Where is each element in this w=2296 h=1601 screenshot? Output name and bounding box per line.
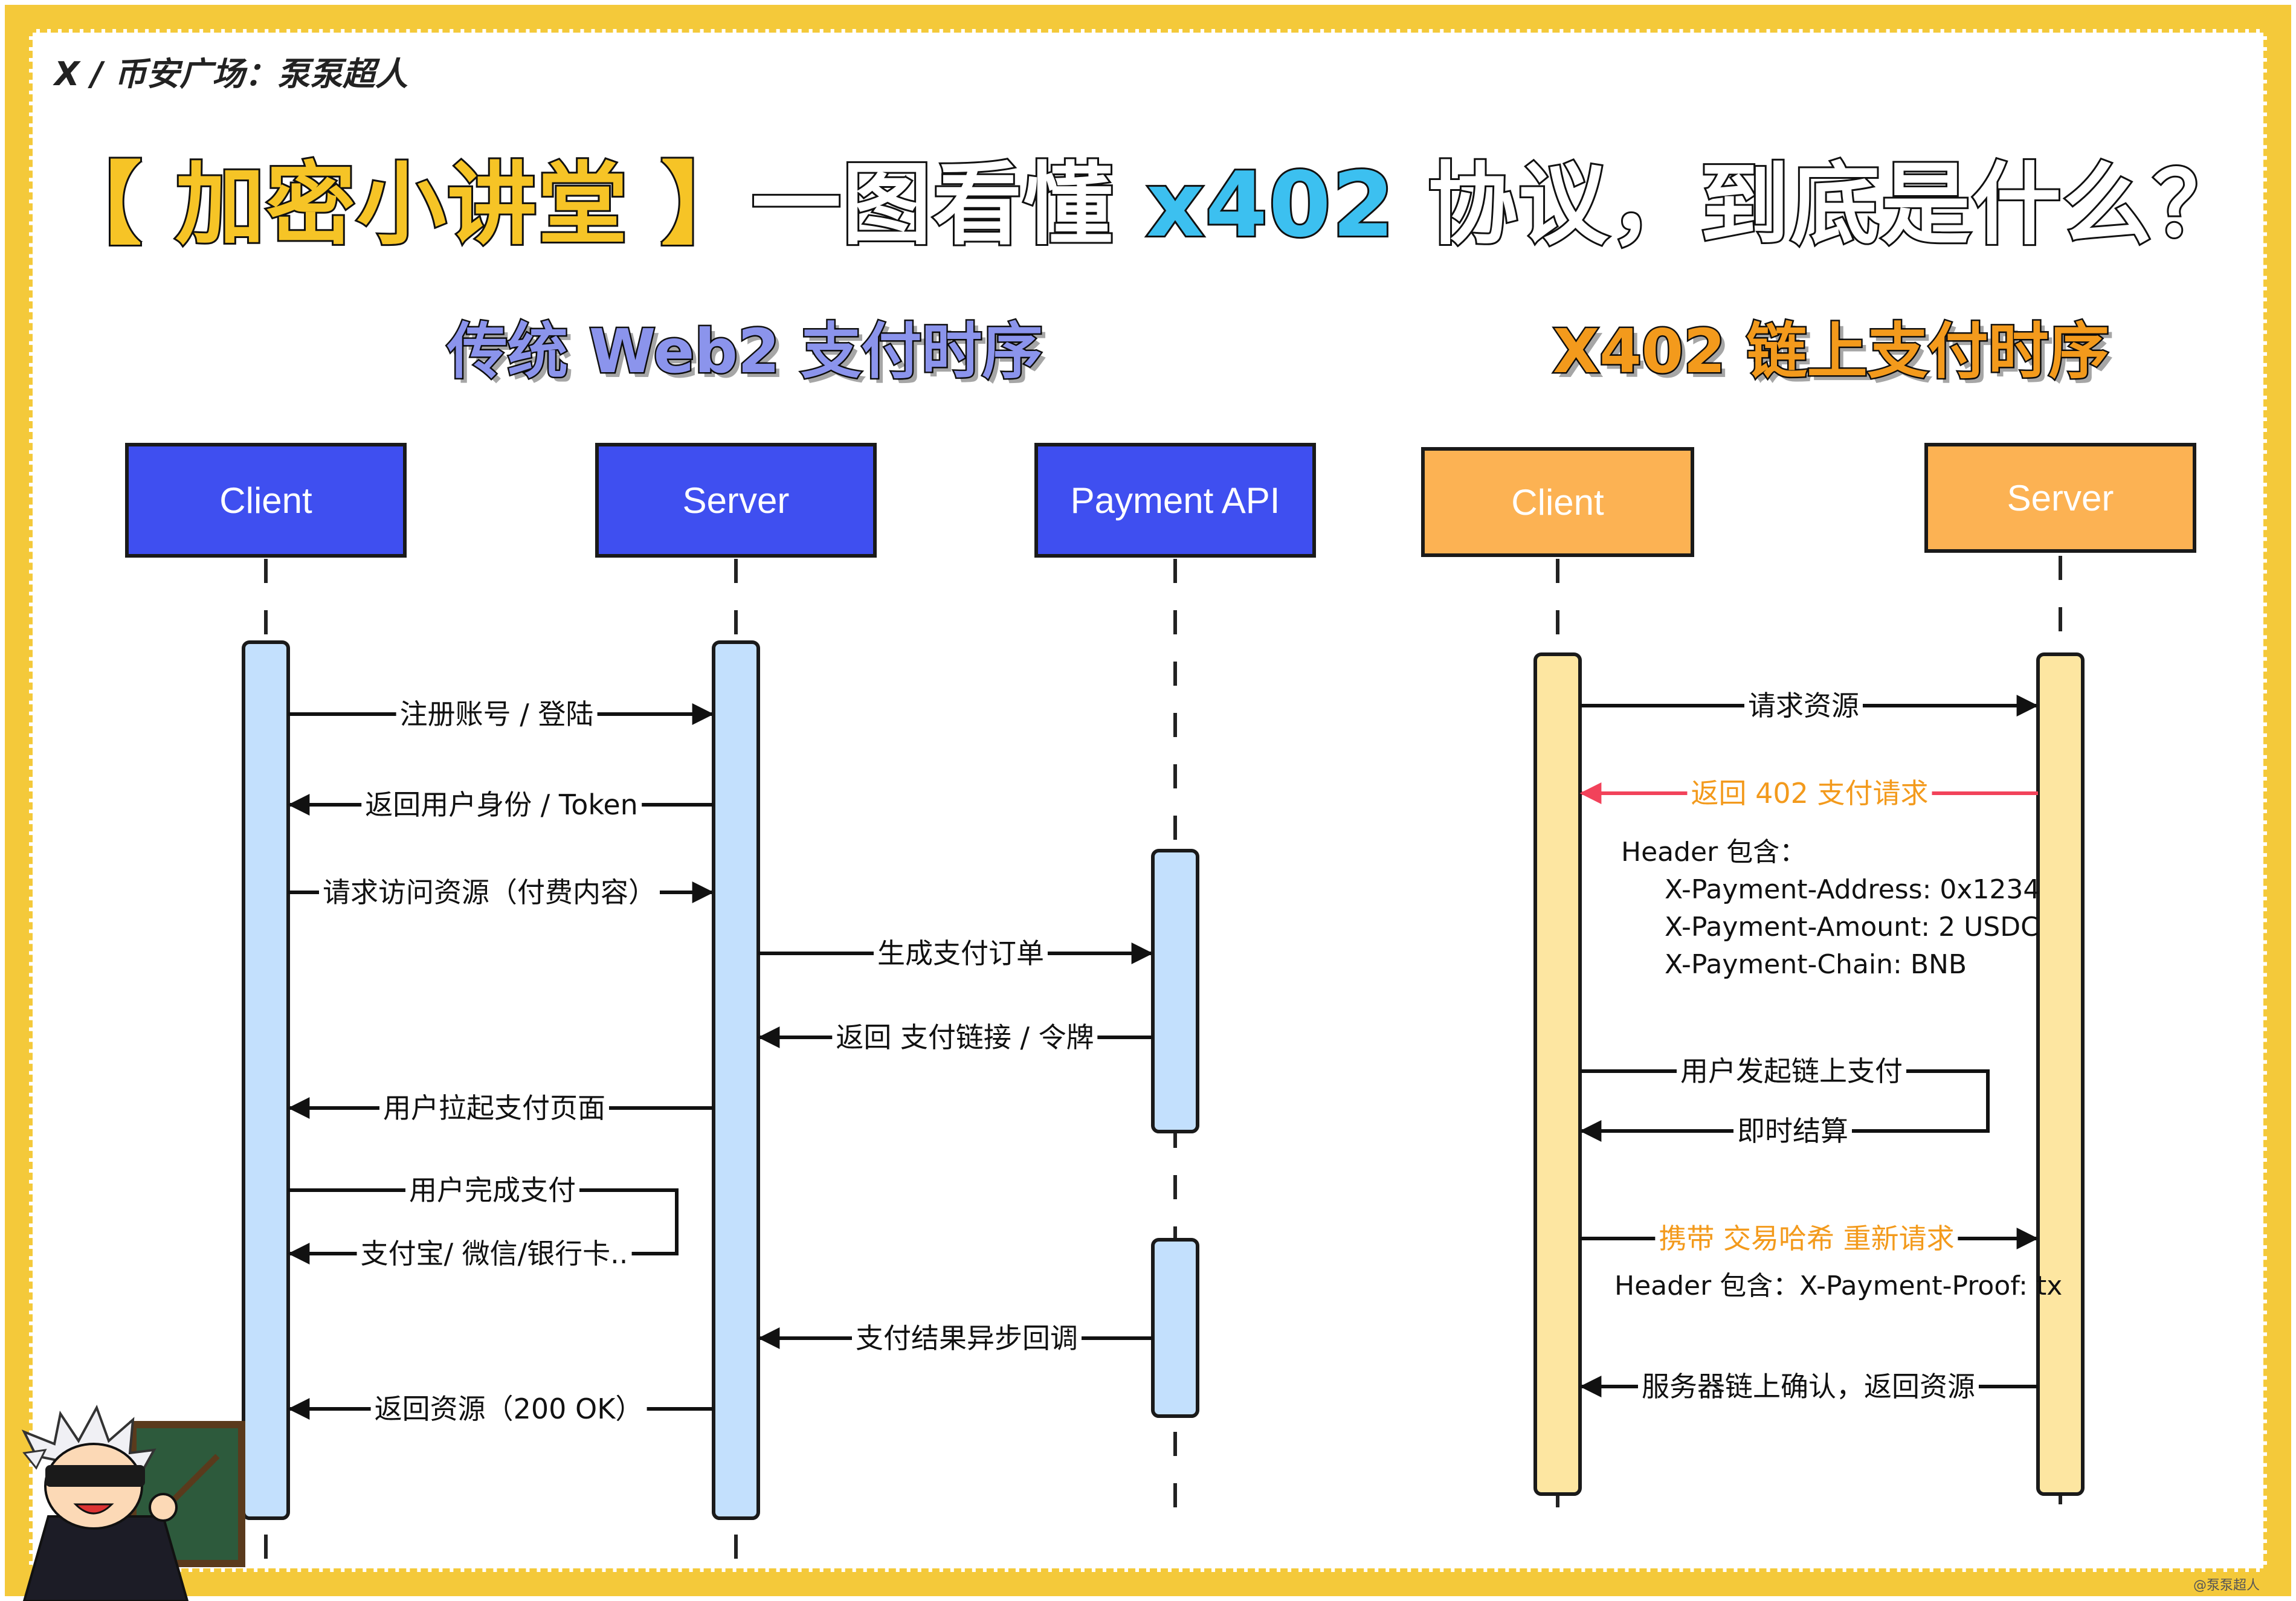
source-credit: X / 币安广场：泵泵超人	[54, 55, 408, 93]
title-tail: 协议，到底是什么？	[1395, 151, 2244, 259]
title-lead: 一图看懂	[750, 151, 1147, 259]
note-line: X-Payment-Chain: BNB	[1665, 949, 1967, 980]
actor-label: Payment API	[1070, 480, 1280, 521]
web2-section-title: 传统 Web2 支付时序	[445, 315, 1043, 388]
x402-header-note: Header 包含： X-Payment-Address: 0x1234 X-P…	[1621, 834, 2040, 984]
actor-label: Server	[2007, 477, 2114, 518]
note-line: X-Payment-Amount: 2 USDC	[1665, 912, 2039, 942]
x402-section-title: X402 链上支付时序	[1552, 315, 2111, 388]
actor-x402-client: Client	[1421, 447, 1694, 557]
x402-msg-402: 返回 402 支付请求	[1687, 775, 1932, 811]
web2-msg-token: 返回用户身份 / Token	[361, 787, 642, 823]
actor-web2-payment-api: Payment API	[1034, 443, 1316, 558]
x402-client-activation	[1533, 652, 1582, 1496]
note-line: X-Payment-Address: 0x1234	[1665, 874, 2040, 905]
actor-label: Client	[219, 480, 312, 521]
web2-msg-create-order: 生成支付订单	[874, 935, 1048, 971]
mascot-icon	[21, 1405, 245, 1601]
x402-proof-note: Header 包含：X-Payment-Proof: tx	[1614, 1271, 2063, 1301]
web2-server-activation	[712, 640, 760, 1520]
web2-msg-open-payment: 用户拉起支付页面	[379, 1090, 609, 1126]
web2-msg-pay-done: 用户完成支付	[405, 1172, 579, 1208]
x402-server-activation	[2036, 652, 2085, 1496]
x402-msg-confirm: 服务器链上确认，返回资源	[1638, 1368, 1979, 1405]
web2-client-activation	[242, 640, 290, 1520]
web2-msg-register: 注册账号 / 登陆	[396, 696, 598, 732]
x402-msg-settle: 即时结算	[1733, 1113, 1852, 1149]
title-tag: 【 加密小讲堂 】	[51, 151, 752, 259]
actor-x402-server: Server	[1924, 443, 2196, 553]
yellow-frame-border	[5, 5, 2291, 1596]
actor-web2-client: Client	[125, 443, 407, 558]
web2-msg-request: 请求访问资源（付费内容）	[319, 874, 660, 910]
page-title: 【 加密小讲堂 】一图看懂 x402 协议，到底是什么？	[0, 132, 2296, 262]
x402-msg-retry: 携带 交易哈希 重新请求	[1655, 1220, 1958, 1257]
actor-web2-server: Server	[595, 443, 877, 558]
web2-payment-activation-2	[1151, 1238, 1199, 1418]
web2-payment-activation-1	[1151, 849, 1199, 1133]
x402-msg-onchain-pay: 用户发起链上支付	[1677, 1053, 1906, 1089]
web2-msg-return-resource: 返回资源（200 OK）	[370, 1391, 647, 1427]
actor-label: Client	[1511, 482, 1604, 523]
title-keyword: x402	[1144, 151, 1396, 259]
x402-msg-request: 请求资源	[1744, 688, 1863, 724]
watermark: @泵泵超人	[2193, 1578, 2260, 1593]
note-heading: Header 包含：	[1621, 837, 1807, 868]
actor-label: Server	[682, 480, 790, 521]
web2-msg-callback: 支付结果异步回调	[852, 1320, 1082, 1356]
dashed-inner-border	[29, 29, 2267, 1572]
web2-msg-pay-methods: 支付宝/ 微信/银行卡..	[356, 1235, 632, 1272]
web2-msg-return-link: 返回 支付链接 / 令牌	[832, 1019, 1098, 1055]
